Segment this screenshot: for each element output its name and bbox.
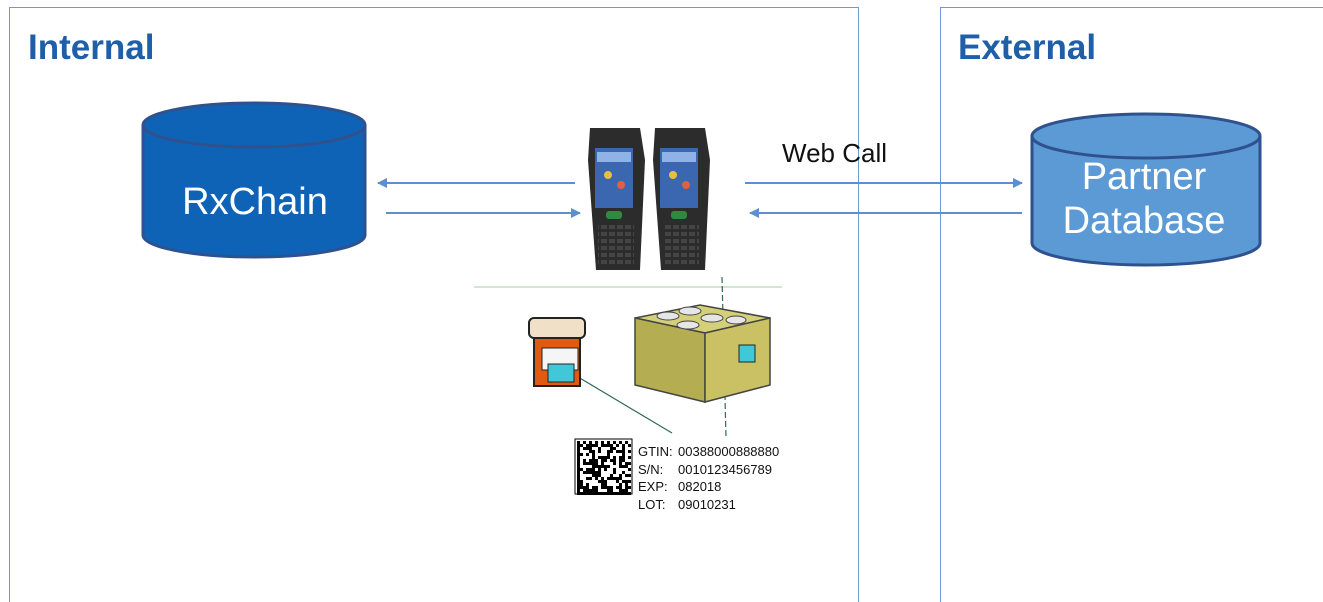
internal-title: Internal — [28, 28, 155, 67]
serial-value: 0010123456789 — [678, 461, 772, 477]
datamatrix-barcode-icon — [574, 438, 633, 495]
exp-key: EXP: — [638, 479, 668, 494]
exp-line: EXP: 082018 — [638, 478, 779, 496]
partner-database-icon — [1030, 112, 1262, 267]
internal-panel — [9, 7, 859, 602]
rxchain-label: RxChain — [182, 181, 328, 223]
gtin-line: GTIN: 00388000888880 — [638, 443, 779, 461]
partner-label-line1: Partner — [1081, 156, 1207, 198]
partner-database-label: Partner Database — [1030, 155, 1258, 243]
serial-key: S/N: — [638, 461, 664, 477]
rxchain-database-icon — [141, 101, 367, 259]
gtin-value: 00388000888880 — [678, 444, 780, 459]
lot-value: 09010231 — [678, 496, 736, 512]
serial-line: S/N: 0010123456789 — [638, 461, 779, 479]
handheld-scanner-icon — [588, 128, 645, 270]
pill-bottle-icon — [528, 317, 586, 387]
barcode-data-text: GTIN: 00388000888880 S/N: 0010123456789 EX… — [638, 443, 779, 513]
handheld-scanner-icon — [653, 128, 710, 270]
lot-key: LOT: — [638, 496, 666, 512]
web-call-label: Web Call — [782, 138, 888, 168]
external-panel — [940, 7, 1323, 602]
gtin-key: GTIN: — [638, 444, 673, 459]
lot-line: LOT: 09010231 — [638, 496, 779, 514]
external-title: External — [958, 28, 1097, 67]
scan-beam — [562, 367, 673, 434]
exp-value: 082018 — [678, 479, 722, 494]
medicine-box-icon — [634, 304, 771, 403]
partner-label-line2: Database — [1062, 200, 1226, 242]
